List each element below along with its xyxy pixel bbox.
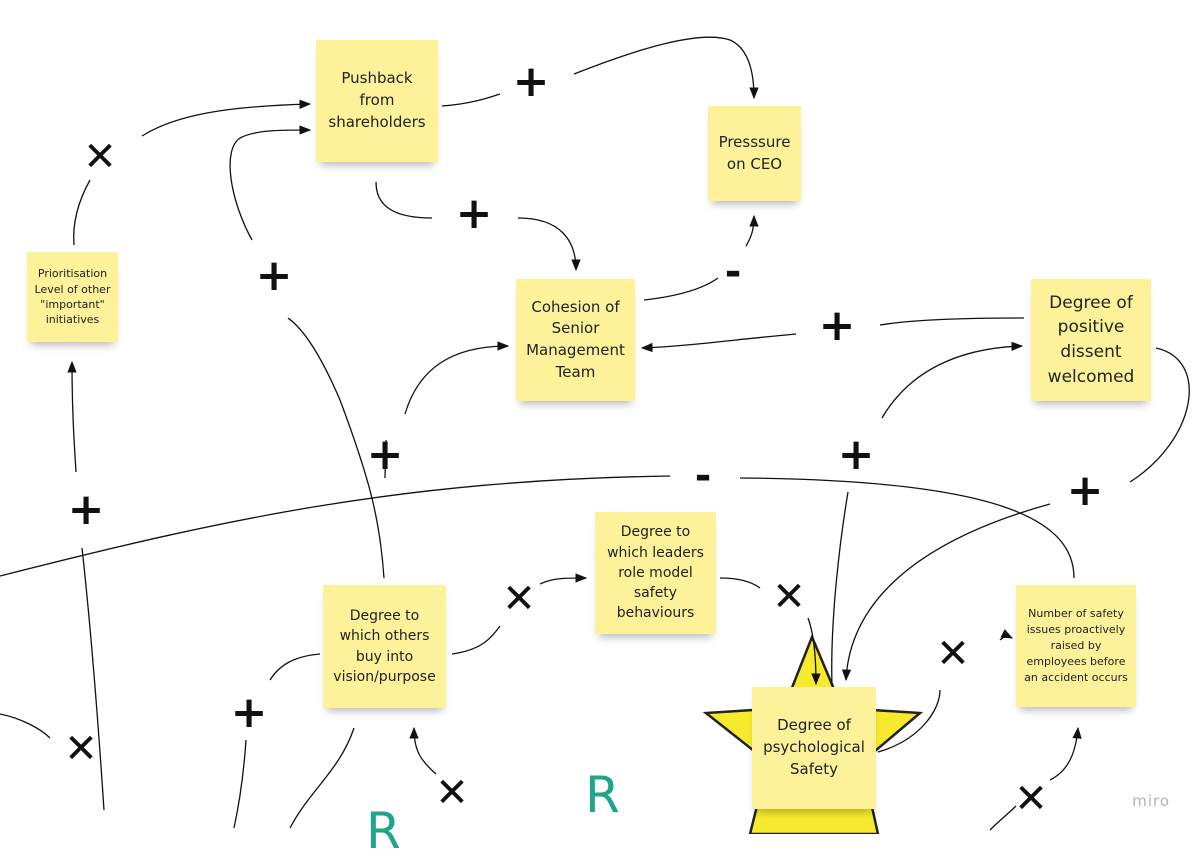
link-prioritisation-to-pushback: [73, 179, 91, 246]
sign-cross: ✕: [936, 631, 970, 677]
link-bottom-left-to-buyin: [233, 739, 247, 829]
link-pushback-to-pressure: [441, 93, 501, 107]
link-buyin-to-pushback: [287, 317, 385, 579]
note-pressure-text: Presssure on CEO: [718, 132, 791, 173]
note-buy-into-vision[interactable]: Degree to which others buy into vision/p…: [323, 585, 446, 708]
sign-cross: ✕: [64, 726, 98, 772]
note-dissent-text: Degree of positive dissent welcomed: [1047, 292, 1135, 387]
note-leaders-role-model[interactable]: Degree to which leaders role model safet…: [595, 512, 716, 634]
link-buyin-to-pushback-b: [229, 125, 312, 241]
sign-minus: -: [694, 453, 712, 499]
link-dissent-to-psych: [1129, 347, 1190, 483]
sign-cross: ✕: [772, 574, 806, 620]
link-safety-issues-to-left: [739, 477, 1075, 579]
link-dissent-to-cohesion-b: [640, 333, 797, 353]
loop-label-reinforcing-partial: R: [366, 802, 401, 860]
note-positive-dissent[interactable]: Degree of positive dissent welcomed: [1031, 279, 1151, 401]
link-dissent-to-psych-b: [841, 503, 1051, 682]
note-leaders-text: Degree to which leaders role model safet…: [607, 524, 704, 622]
link-left-down: [81, 547, 105, 811]
link-psych-to-issues-b: [999, 629, 1014, 641]
sign-plus: +: [512, 56, 550, 107]
link-psych-to-dissent-b: [881, 341, 1024, 419]
sign-plus: +: [818, 300, 856, 351]
link-cohesion-to-pressure-b: [745, 214, 759, 247]
sign-cross: ✕: [435, 770, 469, 816]
sign-plus: +: [1066, 465, 1104, 516]
link-leaders-to-psych-b: [807, 617, 821, 686]
link-bottom-to-issues-b: [1049, 726, 1082, 781]
diagram-canvas: [0, 36, 1190, 834]
link-prioritisation-to-pushback-b: [141, 99, 312, 137]
sign-plus: +: [366, 429, 404, 480]
link-buyin-to-leaders-b: [539, 573, 588, 585]
link-pushback-to-cohesion: [375, 181, 433, 219]
link-psych-to-issues: [877, 689, 941, 753]
note-cohesion-text: Cohesion of Senior Management Team: [526, 297, 625, 381]
note-pushback-text: Pushback from shareholders: [328, 69, 426, 131]
sign-plus: +: [837, 429, 875, 480]
link-psych-to-dissent: [831, 491, 849, 687]
link-buyin-to-cohesion: [384, 439, 387, 479]
note-safety-issues-raised[interactable]: Number of safety issues proactively rais…: [1016, 585, 1136, 707]
note-psychological-safety[interactable]: Degree of psychological Safety: [752, 687, 876, 809]
link-safety-issues-to-left-b: [0, 475, 671, 577]
sign-plus: +: [255, 250, 293, 301]
loop-label-reinforcing: R: [585, 766, 620, 824]
sign-cross: ✕: [502, 576, 536, 622]
link-buyin-to-cohesion-b: [404, 341, 510, 415]
note-cohesion-senior-management[interactable]: Cohesion of Senior Management Team: [516, 279, 635, 401]
link-pushback-to-cohesion-b: [517, 217, 581, 272]
link-left-bottom: [0, 713, 51, 739]
sign-plus: +: [230, 687, 268, 738]
link-dissent-to-cohesion: [879, 317, 1025, 326]
link-bottom-left-to-buyin-b: [269, 653, 321, 681]
note-psych-safety-text: Degree of psychological Safety: [763, 716, 865, 778]
note-buyin-text: Degree to which others buy into vision/p…: [333, 607, 436, 685]
note-prioritisation-text: Prioritisation Level of other "important…: [34, 267, 111, 327]
note-safety-issues-text: Number of safety issues proactively rais…: [1024, 607, 1128, 684]
sign-minus: -: [724, 249, 742, 295]
note-prioritisation-level[interactable]: Prioritisation Level of other "important…: [27, 252, 118, 342]
link-leaders-to-psych: [719, 577, 761, 589]
link-bottom-buyin: [289, 727, 355, 829]
link-buyin-to-leaders: [451, 625, 501, 655]
link-bottom-to-issues: [989, 805, 1017, 831]
link-left-to-prioritisation: [67, 360, 77, 473]
note-pushback-from-shareholders[interactable]: Pushback from shareholders: [316, 40, 438, 162]
sign-plus: +: [67, 484, 105, 535]
sign-plus: +: [455, 188, 493, 239]
note-pressure-on-ceo[interactable]: Presssure on CEO: [708, 106, 801, 201]
miro-logo: miro: [1132, 792, 1170, 810]
link-pushback-to-pressure-b: [573, 36, 759, 100]
sign-cross: ✕: [83, 134, 117, 180]
sign-cross: ✕: [1014, 776, 1048, 822]
link-bottom-to-buyin-up: [409, 726, 437, 775]
link-cohesion-to-pressure: [643, 277, 719, 301]
